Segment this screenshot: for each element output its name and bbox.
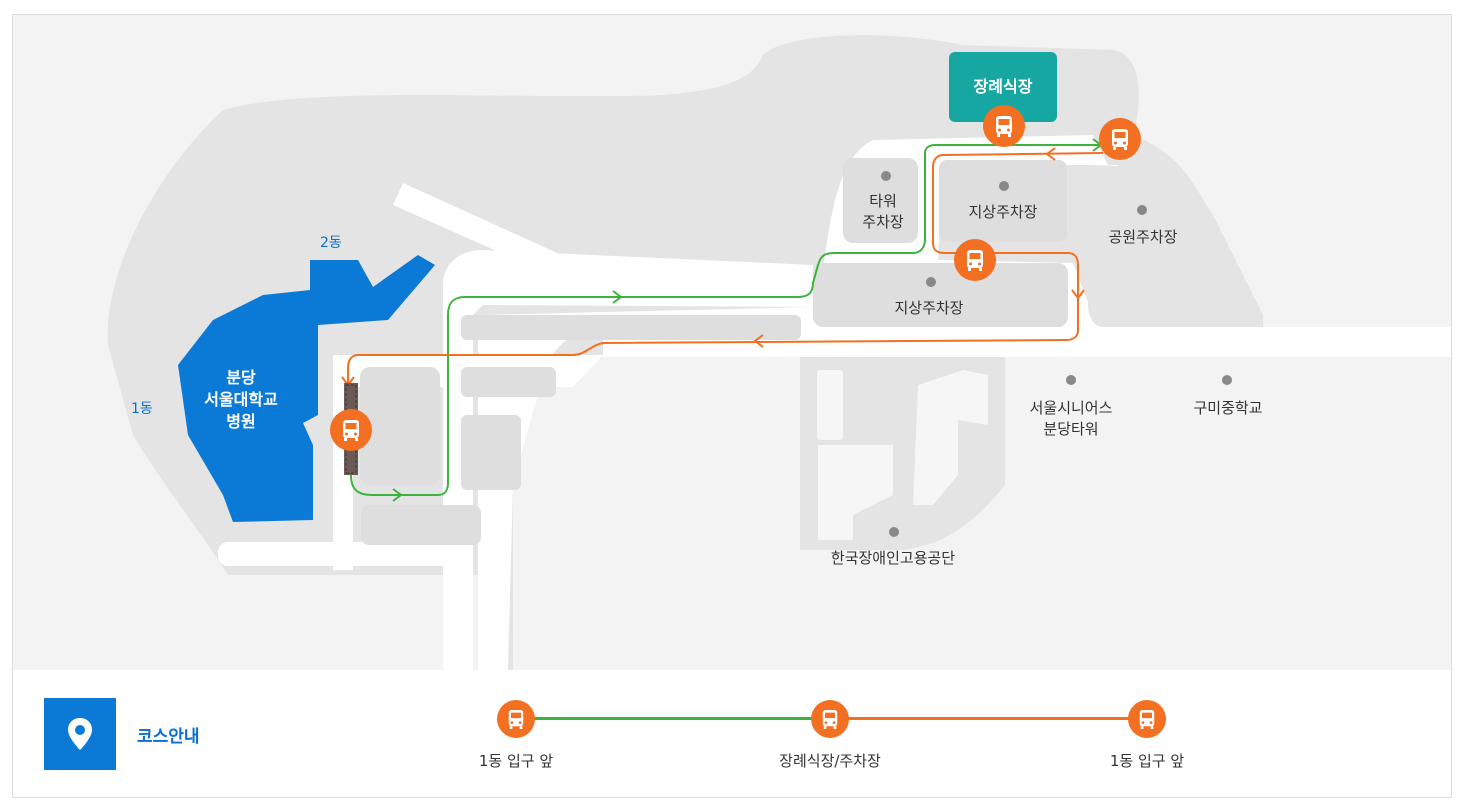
location-dot xyxy=(881,171,891,181)
course-legend: 코스안내 1동 입구 앞 장례식장/주차장 1동 입구 앞 xyxy=(13,670,1451,797)
gumi-school-label: 구미중학교 xyxy=(1193,399,1263,417)
senior-tower-label: 서울시니어스 분당타워 xyxy=(1029,399,1113,438)
map-pin-icon xyxy=(68,718,92,750)
legend-stop-1 xyxy=(497,700,535,738)
building-2-label: 2동 xyxy=(320,235,342,251)
kead-buildings xyxy=(817,370,988,540)
bus-icon xyxy=(967,250,983,271)
location-dot xyxy=(999,181,1009,191)
tower-parking-label: 타워 주차장 xyxy=(862,192,904,231)
hospital-building xyxy=(178,255,435,522)
legend-stop-2-label: 장례식장/주차장 xyxy=(779,752,881,770)
hospital-label: 분당 서울대학교 병원 xyxy=(204,368,278,431)
campus-map: 분당 서울대학교 병원 1동 2동 장례식장 타워 주차장 지상주차장 공원주차… xyxy=(13,15,1451,670)
bus-stop-parking[interactable] xyxy=(954,239,996,281)
bus-stop-park[interactable] xyxy=(1099,118,1141,160)
building-1-label: 1동 xyxy=(131,401,153,417)
parking-lots xyxy=(360,158,1068,545)
legend-stop-3 xyxy=(1128,700,1166,738)
map-frame: 분당 서울대학교 병원 1동 2동 장례식장 타워 주차장 지상주차장 공원주차… xyxy=(12,14,1452,798)
location-dot xyxy=(926,277,936,287)
kead-label: 한국장애인고용공단 xyxy=(830,549,956,567)
legend-green-segment xyxy=(516,717,830,720)
legend-stop-3-label: 1동 입구 앞 xyxy=(1109,752,1185,770)
location-dot xyxy=(1066,375,1076,385)
bus-stop-funeral[interactable] xyxy=(983,105,1025,147)
bus-icon xyxy=(1112,129,1128,150)
bus-icon xyxy=(508,709,524,729)
green-route xyxy=(350,144,1103,496)
legend-stop-1-label: 1동 입구 앞 xyxy=(478,752,554,770)
bus-icon xyxy=(343,420,359,441)
bus-stop-building-1[interactable] xyxy=(330,409,372,451)
ground-parking-north-label: 지상주차장 xyxy=(968,203,1038,221)
park-parking-label: 공원주차장 xyxy=(1108,228,1178,246)
location-dot xyxy=(1222,375,1232,385)
course-title: 코스안내 xyxy=(137,727,200,747)
location-dot xyxy=(889,527,899,537)
bus-icon xyxy=(822,709,838,729)
location-dot xyxy=(1137,205,1147,215)
legend-stop-2 xyxy=(811,700,849,738)
bus-icon xyxy=(1139,709,1155,729)
legend-orange-segment xyxy=(830,717,1147,720)
ground-parking-south-label: 지상주차장 xyxy=(894,299,964,317)
map-graphic xyxy=(107,34,1451,670)
bus-icon xyxy=(996,116,1012,137)
course-icon-box xyxy=(44,698,116,770)
